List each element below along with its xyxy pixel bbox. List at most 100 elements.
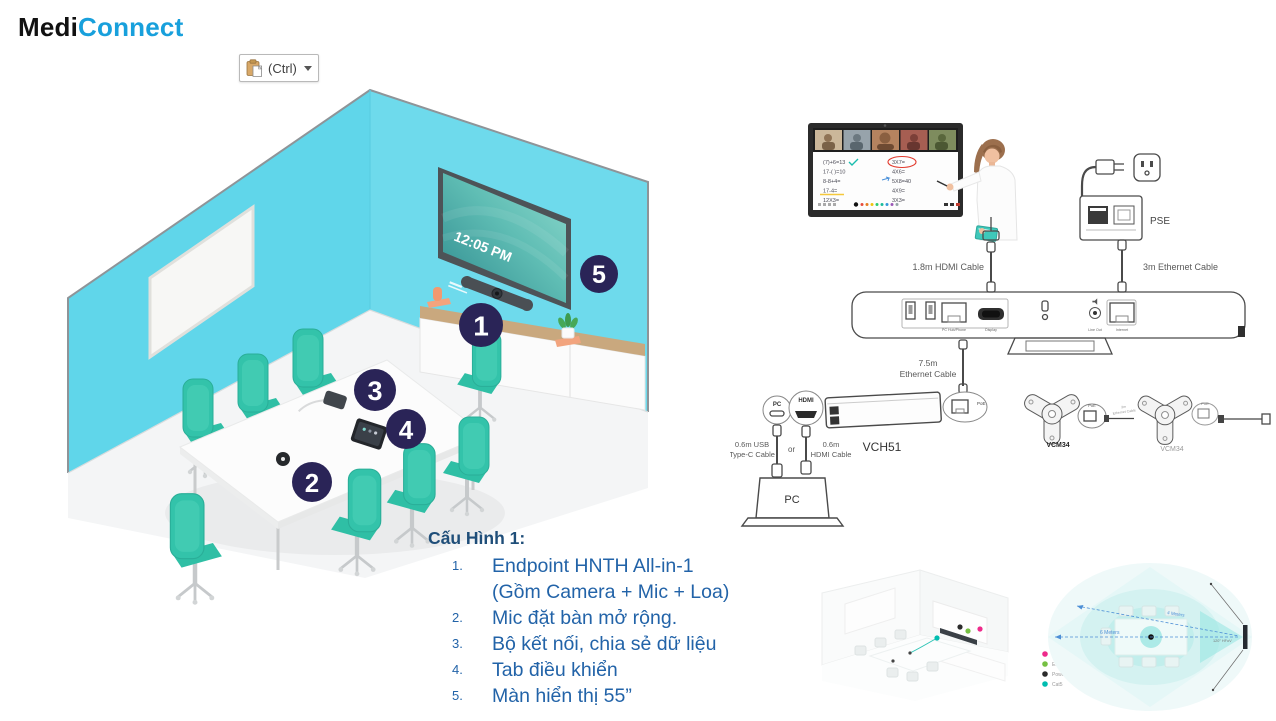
- wall-tv: 12:05 PM: [438, 167, 571, 310]
- poe-callout-vch: [942, 391, 988, 423]
- mic-link-cable: 3m Ethernet Cable: [1104, 405, 1136, 422]
- hdmi06-label-1: 0.6m: [823, 440, 840, 449]
- paste-button-label: (Ctrl): [268, 60, 297, 76]
- list-item: 2. Mic đặt bàn mở rộng.: [425, 605, 755, 631]
- wiring-diagram: (7)+6=13 17-( )=10 8-8+4= 17-4= 12X3= 3X…: [730, 123, 1271, 527]
- display-camera-dot: [883, 124, 887, 127]
- eth-cable-75: [958, 339, 968, 394]
- item-number: 3.: [452, 636, 463, 651]
- video-call-tiles: [815, 130, 956, 150]
- item-number: 2.: [452, 610, 463, 625]
- clipboard-paste-icon: [246, 59, 263, 77]
- eth-75-label-2: Ethernet Cable: [900, 369, 957, 379]
- video-soundbar: [461, 276, 533, 311]
- vcm34-mic-2: PoE VCM34: [1135, 393, 1219, 453]
- item-text: Tab điều khiển: [492, 659, 618, 681]
- svg-text:HDMI: HDMI: [798, 398, 814, 404]
- badge-1: 1: [459, 303, 503, 347]
- poe-callout-mic2: [1191, 402, 1219, 426]
- list-item: 1. Endpoint HNTH All-in-1 (Gồm Camera + …: [425, 553, 755, 605]
- usb-port-2: [925, 301, 936, 320]
- share-device: [298, 390, 347, 413]
- vase: [433, 287, 442, 301]
- meters-diag-label: 4 Meters: [1167, 610, 1186, 618]
- hdmi-cable-pc: [800, 425, 812, 475]
- vcm34-label-2: VCM34: [1160, 446, 1183, 453]
- thumb-chairs: [854, 629, 939, 682]
- vch51-device: PoE PC HDMI VCH51: [762, 390, 988, 454]
- badge-4: 4: [386, 409, 426, 449]
- thumb-video-bar: [940, 628, 977, 645]
- brand-medi: Medi: [18, 12, 79, 42]
- coverage-chairs: [1100, 605, 1180, 668]
- svg-text:4X9=: 4X9=: [892, 189, 905, 195]
- vch51-label: VCH51: [863, 440, 902, 454]
- usb-label-2: Type-C Cable: [730, 450, 775, 459]
- or-label: or: [788, 445, 795, 454]
- svg-text:5X8=40: 5X8=40: [892, 179, 911, 185]
- screen-toolbar: [818, 202, 960, 207]
- eth-3m-label: 3m Ethernet Cable: [1143, 262, 1218, 272]
- svg-text:Line Out: Line Out: [1088, 328, 1102, 332]
- usb-port-1: [905, 301, 916, 320]
- rj45-internet-port: [1109, 302, 1135, 323]
- bar-stand-bracket: [1007, 337, 1113, 355]
- arrow-annotation: [881, 176, 891, 182]
- tv-logo: [448, 281, 468, 294]
- svg-text:1: 1: [473, 311, 489, 342]
- mic-cable-label: 3m Ethernet Cable: [1112, 405, 1136, 416]
- poe-vch-label: PoE: [977, 401, 986, 406]
- pse-label: PSE: [1150, 216, 1170, 227]
- svg-text:17-4=: 17-4=: [823, 189, 837, 195]
- svg-text:3X3=: 3X3=: [892, 198, 905, 204]
- svg-text:3X7=: 3X7=: [892, 160, 905, 166]
- hdmi-cable-label: 1.8m HDMI Cable: [912, 262, 984, 272]
- dot-cat5: [934, 635, 940, 641]
- coverage-diagram: 6 Meters 4 Meters 120° HFoV: [1048, 563, 1252, 711]
- check-annotation: [848, 158, 859, 166]
- svg-text:(7)+6=13: (7)+6=13: [823, 160, 845, 166]
- books-2: [555, 336, 581, 347]
- mic-tail-cable: [1218, 413, 1271, 425]
- presenter-figure: [936, 139, 1018, 242]
- dot-ethernet: [965, 628, 971, 634]
- config-title: Cấu Hình 1:: [428, 528, 526, 548]
- dot-hdmi: [977, 626, 983, 632]
- hdmi06-label-2: HDMI Cable: [811, 450, 852, 459]
- svg-text:3m: 3m: [1121, 405, 1126, 410]
- stylus-pen: [936, 180, 948, 187]
- coverage-camera: [1243, 625, 1248, 649]
- eth-75-label-1: 7.5m: [919, 358, 938, 368]
- interactive-display: (7)+6=13 17-( )=10 8-8+4= 17-4= 12X3= 3X…: [808, 123, 963, 217]
- vcm34-mic-1: PoE VCM34: [1021, 391, 1107, 449]
- item-number: 5.: [452, 688, 463, 703]
- svg-text:PC Hub/Phone: PC Hub/Phone: [942, 328, 966, 332]
- item-text: Mic đặt bàn mở rộng.: [492, 607, 678, 629]
- svg-text:3: 3: [367, 376, 382, 406]
- meters-main-label: 6 Meters: [1100, 630, 1120, 636]
- svg-text:Internet: Internet: [1116, 328, 1128, 332]
- legend-cat5: Cat5: [1052, 682, 1063, 688]
- rj45-pc-hub-port: [941, 302, 967, 323]
- books: [427, 298, 451, 308]
- badge-3: 3: [354, 369, 396, 411]
- paste-options-button[interactable]: (Ctrl): [239, 54, 319, 82]
- bottom-thumbnails: HDMI Ether Powe Cat5: [821, 563, 1252, 711]
- hfov-label: 120° HFoV: [1213, 639, 1232, 643]
- list-item: 4. Tab điều khiển: [425, 657, 755, 683]
- laptop-pc: PC: [740, 477, 845, 527]
- laptop-label: PC: [784, 494, 799, 506]
- usb-label-1: 0.6m USB: [735, 440, 769, 449]
- svg-text:5: 5: [592, 261, 606, 289]
- svg-text:PC: PC: [773, 402, 782, 408]
- whiteboard: [148, 204, 255, 360]
- badge-2: 2: [292, 462, 332, 502]
- brand-logo: MediConnect: [18, 12, 183, 43]
- brand-connect: Connect: [78, 12, 184, 42]
- chevron-down-icon: [303, 65, 312, 71]
- svg-text:12X3=: 12X3=: [823, 198, 839, 204]
- svg-text:Ethernet Cable: Ethernet Cable: [1112, 408, 1136, 415]
- circle-annotation: [887, 155, 917, 169]
- usbc-cable: [771, 424, 783, 478]
- pse-adapter: PSE: [1079, 153, 1170, 241]
